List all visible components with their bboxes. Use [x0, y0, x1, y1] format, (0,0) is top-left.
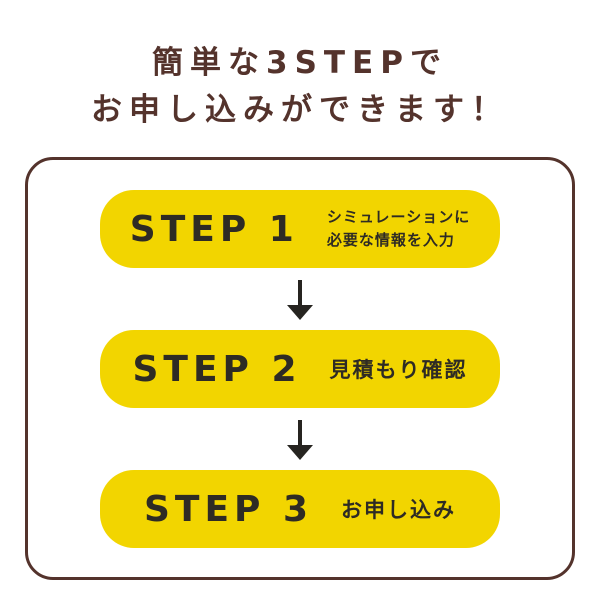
- step-1-description: シミュレーションに 必要な情報を入力: [327, 206, 470, 253]
- step-2-pill: STEP 2 見積もり確認: [100, 330, 500, 408]
- step-1-description-line-2: 必要な情報を入力: [326, 231, 455, 249]
- step-3-description: お申し込み: [341, 498, 457, 522]
- steps-frame: STEP 1 シミュレーションに 必要な情報を入力 STEP 2 見積もり確認 …: [25, 157, 575, 580]
- down-arrow-stem: [298, 420, 302, 445]
- step-1-pill: STEP 1 シミュレーションに 必要な情報を入力: [100, 190, 500, 268]
- step-1-description-line-1: シミュレーションに: [326, 207, 471, 226]
- down-arrow-head: [287, 445, 313, 460]
- step-3-label: STEP 3: [143, 488, 314, 530]
- down-arrow-stem: [298, 280, 302, 305]
- step-2-description: 見積もり確認: [329, 358, 468, 382]
- down-arrow-icon: [287, 280, 313, 320]
- down-arrow-icon: [287, 420, 313, 460]
- step-3-pill: STEP 3 お申し込み: [100, 470, 500, 548]
- title-line-2: お申し込みができます！: [91, 91, 509, 128]
- down-arrow-head: [287, 305, 313, 320]
- page-title: 簡単な3STEPで お申し込みができます！: [0, 40, 600, 133]
- step-2-label: STEP 2: [132, 348, 302, 390]
- step-1-label: STEP 1: [129, 208, 299, 250]
- title-line-1: 簡単な3STEPで: [152, 45, 448, 81]
